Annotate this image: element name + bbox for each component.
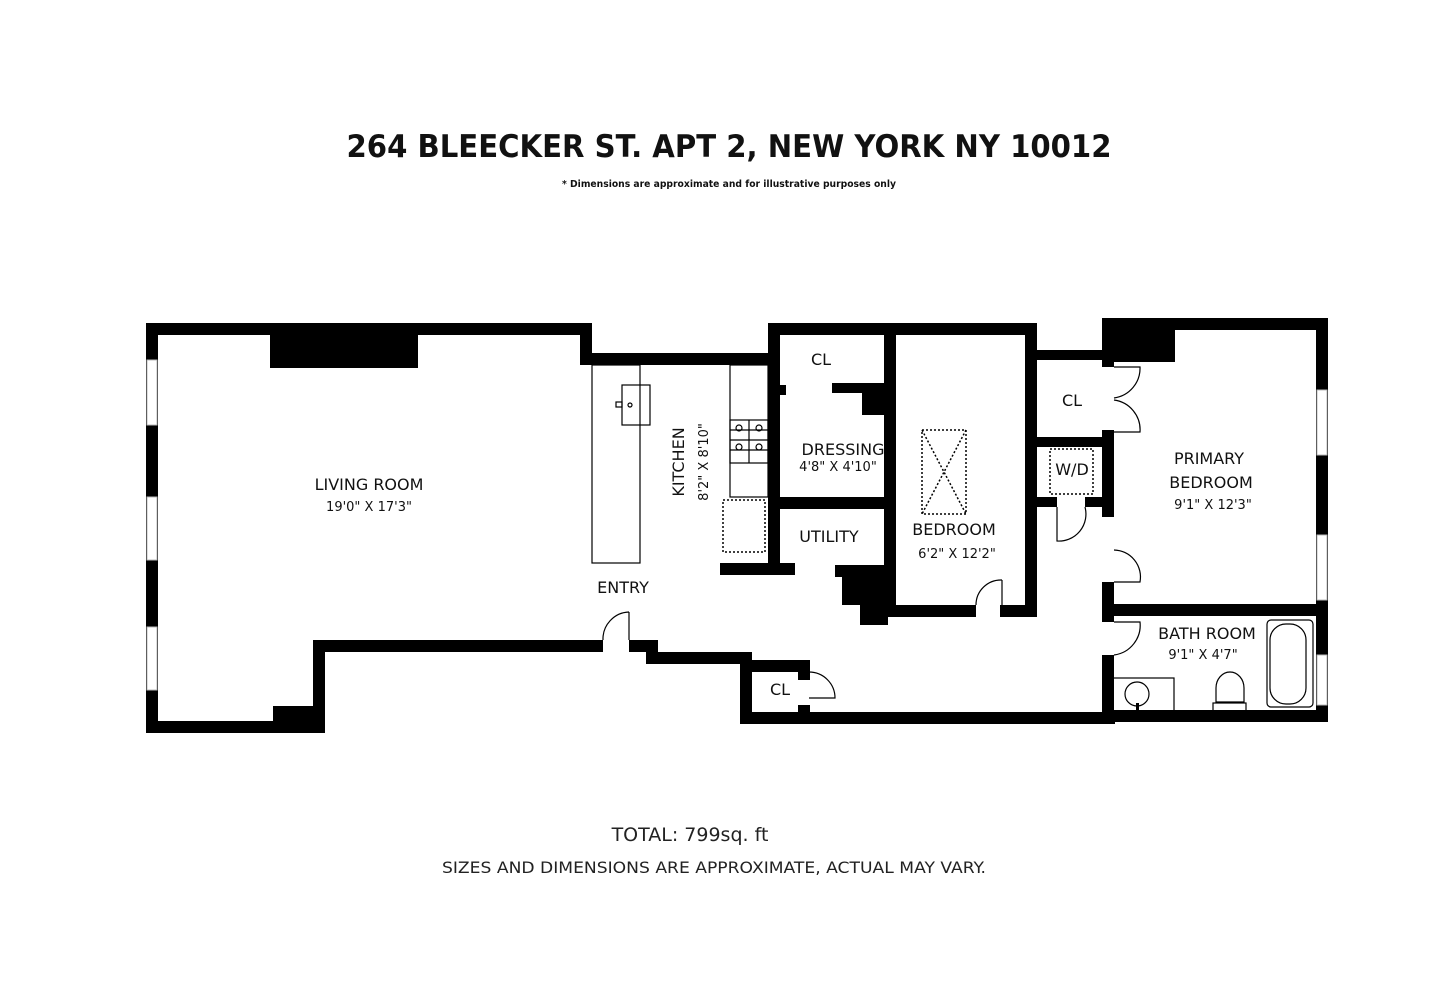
walls: [146, 318, 1328, 733]
skylight-icon: [921, 429, 967, 515]
bathtub-icon: [1266, 619, 1314, 708]
bedroom-dims: 6'2" X 12'2": [918, 547, 996, 562]
primary-bedroom-dims: 9'1" X 12'3": [1174, 498, 1252, 513]
closet-entry-label: CL: [770, 680, 790, 699]
stove-icon: [729, 419, 769, 464]
kitchen-label: KITCHEN: [669, 427, 688, 496]
bedroom-label: BEDROOM: [912, 520, 996, 539]
washer-dryer-label: W/D: [1055, 460, 1089, 479]
toilet-icon: [1212, 671, 1247, 712]
page-title: 264 BLEECKER ST. APT 2, NEW YORK NY 1001…: [347, 129, 1112, 165]
dressing-label: DRESSING: [802, 440, 885, 459]
closet-primary-label: CL: [1062, 391, 1082, 410]
doors: [602, 366, 1142, 699]
footer-note: SIZES AND DIMENSIONS ARE APPROXIMATE, AC…: [442, 858, 986, 877]
closet-dressing-label: CL: [811, 350, 831, 369]
dressing-dims: 4'8" X 4'10": [799, 460, 877, 475]
living-room-dims: 19'0" X 17'3": [326, 500, 412, 515]
washer-dryer-icon: [1049, 448, 1094, 495]
room-labels: LIVING ROOM 19'0" X 17'3" KITCHEN 8'2" X…: [315, 350, 1256, 699]
bathroom-label: BATH ROOM: [1158, 624, 1256, 643]
dishwasher-icon: [722, 499, 766, 553]
fixtures: [591, 364, 1314, 713]
disclaimer: * Dimensions are approximate and for ill…: [562, 179, 896, 190]
bath-sink-icon: [1111, 677, 1175, 713]
primary-bedroom-label-2: BEDROOM: [1169, 473, 1253, 492]
bathroom-dims: 9'1" X 4'7": [1168, 648, 1237, 663]
utility-label: UTILITY: [799, 527, 859, 546]
sink-icon: [621, 384, 651, 426]
primary-bedroom-label: PRIMARY: [1174, 449, 1244, 468]
kitchen-dims: 8'2" X 8'10": [697, 423, 712, 501]
total-area: TOTAL: 799sq. ft: [611, 824, 769, 846]
living-room-label: LIVING ROOM: [315, 475, 424, 494]
kitchen-counter: [591, 364, 641, 564]
entry-label: ENTRY: [597, 578, 649, 597]
